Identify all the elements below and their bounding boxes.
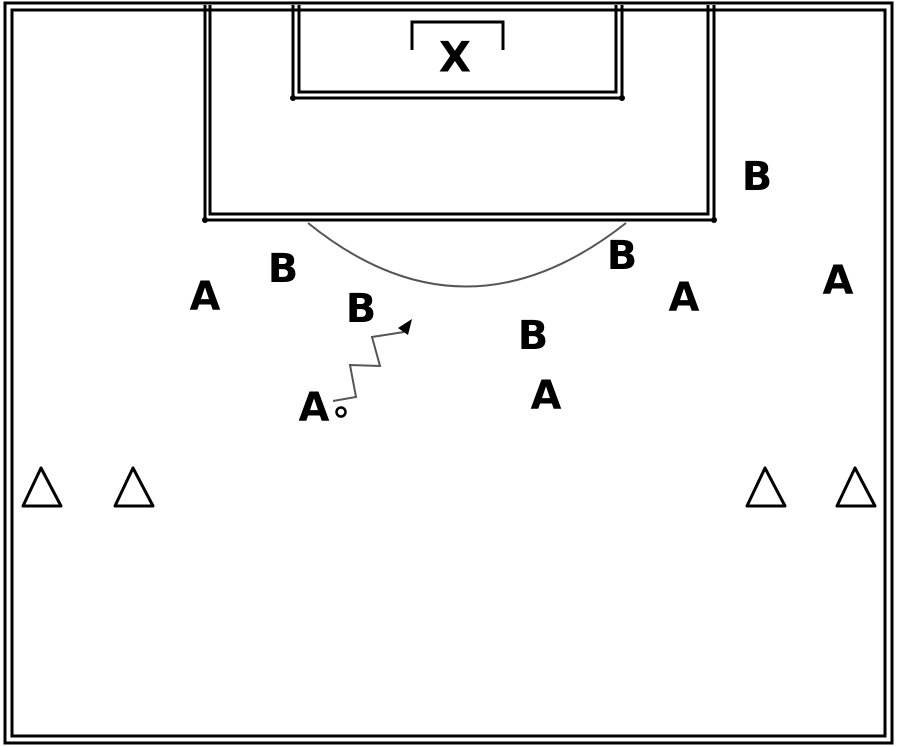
goal-frame [410, 20, 505, 50]
player-a: A [669, 275, 700, 321]
player-a: A [823, 258, 854, 304]
cones [21, 466, 877, 508]
player-b: B [518, 313, 549, 359]
goalkeeper-x: X [439, 33, 471, 82]
player-b: B [268, 246, 299, 292]
penalty-arc [307, 222, 627, 288]
ball-icon [335, 406, 347, 418]
player-b: B [742, 154, 773, 200]
player-a: A [531, 373, 562, 419]
triangle-cone-icon [21, 466, 63, 508]
player-a-with-ball: A [299, 385, 330, 431]
goal-area [290, 5, 625, 101]
penalty-box [202, 5, 717, 223]
triangle-cone-icon [835, 466, 877, 508]
zigzag-arrow-icon [332, 319, 412, 402]
player-b: B [607, 233, 638, 279]
triangle-cone-icon [113, 466, 155, 508]
field-boundary [3, 1, 894, 745]
player-b: B [346, 286, 377, 332]
triangle-cone-icon [745, 466, 787, 508]
player-a: A [190, 274, 221, 320]
